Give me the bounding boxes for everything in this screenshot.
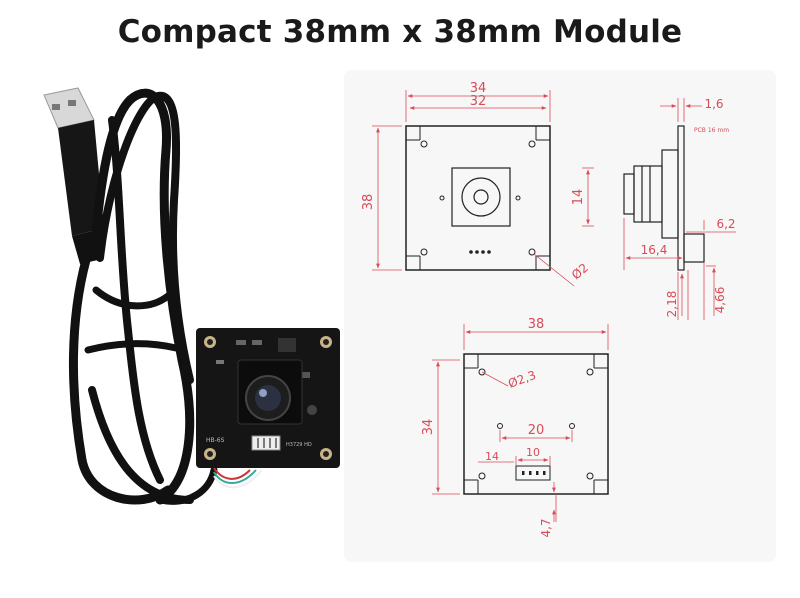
side-dim-bottom-a: 2,18 (665, 291, 679, 318)
silkscreen-left: HB-6S (206, 437, 225, 444)
product-photo: HB-6S H3729 HD (43, 87, 340, 505)
back-view (463, 353, 609, 495)
side-dim-thickness: 1,6 (704, 97, 723, 111)
side-pcb-label: PCB 16 mm (694, 127, 729, 134)
back-dim-connector-width: 10 (526, 446, 540, 459)
side-dim-offset-a: 16,4 (641, 243, 668, 257)
back-dim-connector-offset: 14 (485, 450, 499, 463)
front-dim-left: 38 (361, 194, 376, 211)
front-view-dimensions (372, 90, 594, 287)
page-title: Compact 38mm x 38mm Module (117, 14, 683, 50)
front-dim-top-outer: 34 (470, 81, 487, 96)
front-dim-top-inner: 32 (470, 94, 487, 109)
silkscreen-right: H3729 HD (286, 442, 312, 448)
back-view-dimensions (432, 324, 609, 522)
back-dim-hole: Ø2,3 (506, 368, 538, 391)
usb-plug (43, 87, 104, 264)
side-view-dimensions (623, 98, 736, 320)
side-dim-offset-b: 6,2 (716, 217, 735, 231)
back-dim-holes-spacing: 20 (528, 423, 545, 438)
side-dim-bottom-b: 4,66 (713, 287, 727, 314)
usb-cable (68, 88, 218, 505)
back-dim-connector-bottom: 4,7 (539, 518, 553, 537)
back-dim-top: 38 (528, 317, 545, 332)
front-view (405, 125, 551, 271)
camera-module: HB-6S H3729 HD (196, 328, 340, 468)
back-dim-left: 34 (421, 419, 436, 436)
technical-drawing-panel: 34 32 38 14 Ø2 (344, 70, 776, 562)
front-dim-hole: Ø2 (569, 261, 591, 283)
side-view (623, 125, 705, 271)
front-dim-lens: 14 (571, 189, 586, 206)
